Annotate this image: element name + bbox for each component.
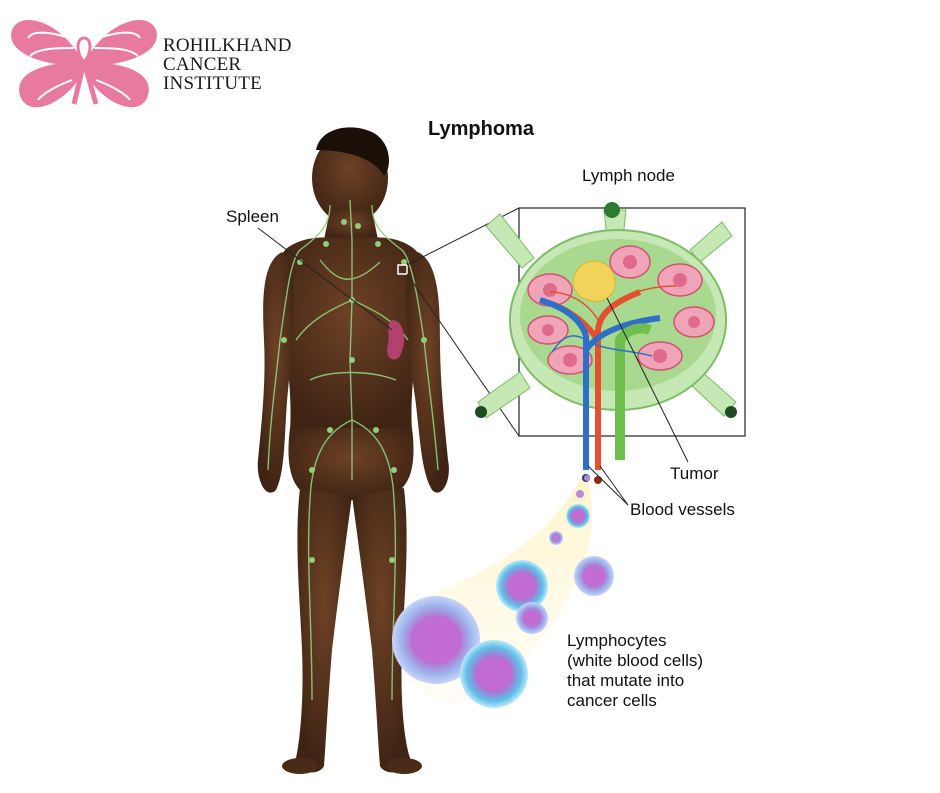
label-tumor: Tumor [670, 464, 719, 483]
lymphocytes-line-3: that mutate into [567, 671, 685, 690]
label-lymph-node: Lymph node [582, 166, 675, 185]
diagram-title: Lymphoma [428, 118, 534, 140]
lymphocyte-cells [392, 475, 614, 708]
label-spleen: Spleen [226, 207, 279, 226]
vessel-pointer-line-2 [599, 465, 629, 506]
tumor-pointer-line [606, 297, 689, 463]
label-blood-vessels: Blood vessels [630, 500, 735, 519]
human-body-figure [257, 127, 449, 774]
lymph-node-drawing [475, 202, 737, 484]
butterfly-logo-icon [11, 20, 157, 108]
logo-wordmark: ROHILKHAND CANCER INSTITUTE [163, 36, 292, 93]
lymphocytes-line-4: cancer cells [567, 691, 657, 710]
spleen-pointer-line [257, 227, 393, 331]
lymphocytes-line-1: Lymphocytes [567, 631, 667, 650]
tumor-mass [572, 260, 616, 302]
lymphocytes-line-2: (white blood cells) [567, 651, 704, 670]
logo-line-3: INSTITUTE [163, 73, 262, 94]
label-lymphocytes: Lymphocytes (white blood cells) that mut… [567, 631, 703, 711]
callout-line-bottom [406, 273, 520, 437]
vessel-pointer-line-1 [587, 465, 629, 506]
lymph-node-marker [397, 264, 408, 275]
logo-line-1: ROHILKHAND [163, 35, 292, 56]
logo-line-2: CANCER [163, 54, 242, 75]
